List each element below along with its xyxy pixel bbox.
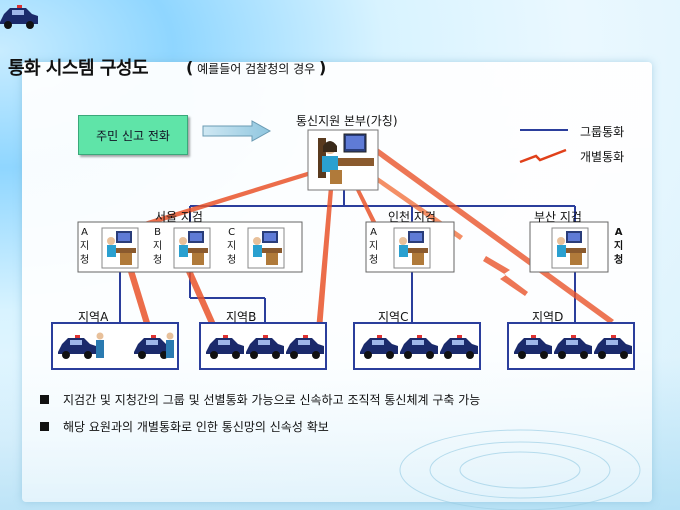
bullet-1: 지검간 및 지청간의 그룹 및 선별통화 가능으로 신속하고 조직적 통신체계 … (40, 391, 480, 408)
operator-icon-seoul-a (101, 227, 139, 269)
legend-group-label: 그룹통화 (580, 125, 625, 139)
sub-char: 지 (153, 241, 163, 252)
sub-letter: A (370, 227, 378, 238)
sub-char: 지 (369, 241, 379, 252)
sub-char: 청 (227, 255, 237, 266)
operator-icon-busan-a (551, 227, 589, 269)
page-title: 통화 시스템 구성도 (8, 58, 149, 79)
sub-label-incheon-a: A 지 청 (369, 226, 378, 268)
citizen-call-box: 주민 신고 전화 (78, 115, 188, 155)
office-label-seoul: 서울 지검 (155, 210, 203, 224)
sub-label-seoul-a: A 지 청 (80, 226, 89, 268)
sub-char: 지 (80, 241, 90, 252)
operator-icon-seoul-c (247, 227, 285, 269)
swirl-decoration (399, 429, 641, 510)
officer-icon (166, 332, 174, 358)
sub-label-seoul-b: B 지 청 (153, 226, 162, 268)
sub-char: 지 (227, 241, 237, 252)
bullet-square-icon (40, 422, 49, 431)
region-label-b: 지역B (226, 310, 257, 324)
sub-letter: A (614, 227, 623, 238)
subtitle-text: 예를들어 검찰청의 경우 (197, 62, 316, 76)
region-label-d: 지역D (532, 310, 564, 324)
region-label-a: 지역A (78, 310, 109, 324)
sub-letter: B (154, 227, 162, 238)
police-car-icon (0, 5, 38, 29)
sub-letter: C (228, 227, 236, 238)
bullet-text: 지검간 및 지청간의 그룹 및 선별통화 가능으로 신속하고 조직적 통신체계 … (63, 393, 481, 407)
sub-char: 청 (369, 255, 379, 266)
hq-label: 통신지원 본부(가칭) (296, 114, 398, 128)
group-lines (119, 190, 576, 323)
bullet-square-icon (40, 395, 49, 404)
close-paren: ) (319, 58, 327, 77)
hq-operator-icon (307, 129, 379, 191)
officer-icon (96, 332, 104, 358)
sub-char: 청 (614, 255, 624, 266)
legend-individual-label: 개별통화 (580, 150, 625, 164)
call-arrow (202, 120, 272, 142)
sub-char: 지 (614, 241, 624, 252)
sub-label-seoul-c: C 지 청 (227, 226, 236, 268)
region-label-c: 지역C (378, 310, 409, 324)
open-paren: ( (186, 58, 194, 77)
bullet-text: 해당 요원과의 개별통화로 인한 통신망의 신속성 확보 (63, 420, 329, 434)
page-subtitle: ( 예를들어 검찰청의 경우 ) (186, 58, 326, 77)
sub-char: 청 (153, 255, 163, 266)
sub-label-busan-a: A 지 청 (614, 226, 623, 268)
office-label-incheon: 인천 지검 (388, 210, 436, 224)
sub-char: 청 (80, 255, 90, 266)
legend-individual-zigzag (519, 148, 567, 164)
office-label-busan: 부산 지검 (534, 210, 582, 224)
bullet-2: 해당 요원과의 개별통화로 인한 통신망의 신속성 확보 (40, 418, 329, 435)
operator-icon-seoul-b (173, 227, 211, 269)
operator-icon-incheon-a (393, 227, 431, 269)
sub-letter: A (81, 227, 89, 238)
